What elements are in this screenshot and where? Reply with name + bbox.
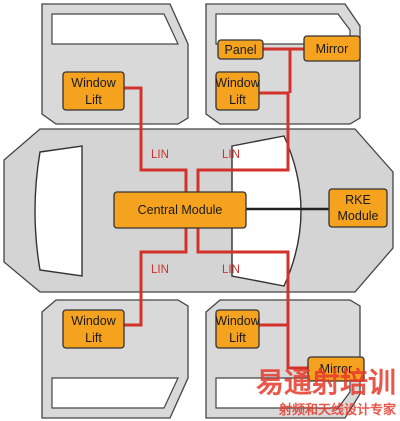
- window-lift-rear-left-node: Window Lift: [62, 309, 125, 349]
- lin-wires: [124, 47, 308, 370]
- watermark-line1: 易通射培训: [256, 366, 396, 399]
- window-lift-front-right-line2: Lift: [229, 93, 246, 107]
- window-lift-front-right-line1: Window: [215, 76, 260, 90]
- lin-label-top-right: LIN: [222, 149, 240, 161]
- central-module-label: Central Module: [138, 203, 223, 217]
- window-lift-front-left-line1: Window: [71, 76, 116, 90]
- mirror-rear-label: Mirror: [320, 362, 353, 376]
- mirror-right-node: Mirror: [303, 35, 361, 62]
- watermark: 易通射培训 射频和天线设计专家: [256, 366, 397, 418]
- window-lift-rear-left-line1: Window: [71, 314, 116, 328]
- mirror-right-label: Mirror: [316, 42, 349, 56]
- panel-label: Panel: [225, 43, 257, 57]
- window-lift-rear-right-node: Window Lift: [215, 309, 261, 349]
- lin-label-bottom-left: LIN: [151, 264, 169, 276]
- panel-node: Panel: [217, 39, 264, 60]
- window-lift-rear-right-line2: Lift: [229, 331, 246, 345]
- mirror-rear-node: Mirror: [307, 356, 365, 382]
- lin-label-bottom-right: LIN: [222, 264, 240, 276]
- window-lift-rear-left-line2: Lift: [85, 331, 102, 345]
- rke-module-line1: RKE: [345, 193, 371, 207]
- window-lift-front-left-line2: Lift: [85, 93, 102, 107]
- central-module-node: Central Module: [113, 191, 247, 229]
- rke-module-node: RKE Module: [328, 188, 388, 228]
- watermark-line2: 射频和天线设计专家: [278, 402, 397, 418]
- window-lift-rear-right-line1: Window: [215, 314, 260, 328]
- rke-module-line2: Module: [338, 209, 379, 223]
- window-lift-front-right-node: Window Lift: [215, 71, 261, 111]
- window-lift-front-left-node: Window Lift: [62, 71, 125, 111]
- lin-label-top-left: LIN: [151, 149, 169, 161]
